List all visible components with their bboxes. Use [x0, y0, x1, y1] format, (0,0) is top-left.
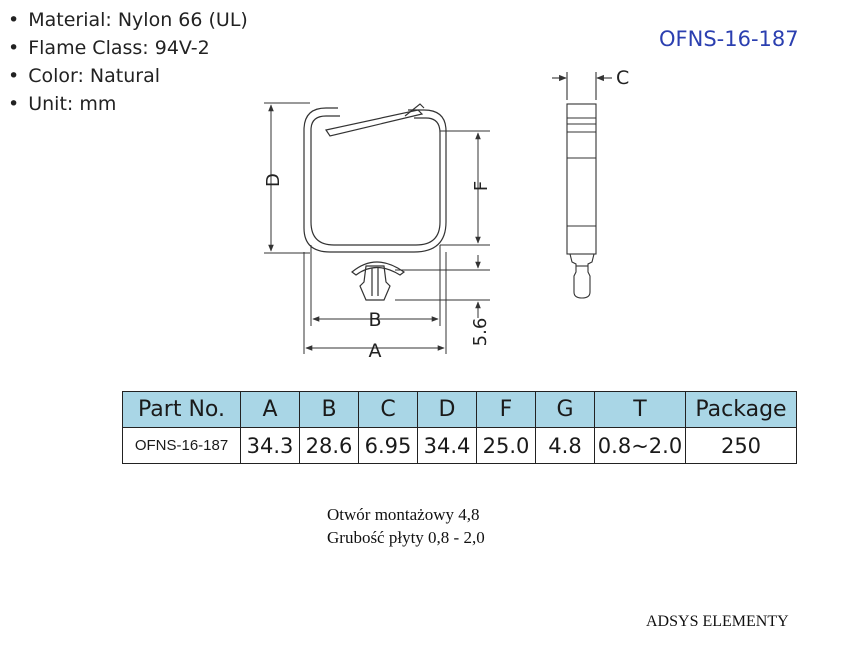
clip-front-view — [303, 103, 447, 301]
note-mounting-hole: Otwór montażowy 4,8 — [327, 505, 480, 524]
table-cell: 34.4 — [417, 427, 477, 464]
table-header: A — [240, 391, 300, 428]
table-header: B — [299, 391, 359, 428]
table-cell: 4.8 — [535, 427, 595, 464]
side-body — [566, 103, 597, 255]
table-header: Part No. — [122, 391, 241, 428]
table-header: D — [417, 391, 477, 428]
part-code-title: OFNS-16-187 — [659, 27, 799, 51]
clip-side-view — [552, 72, 612, 299]
dimension-b-label: B — [368, 309, 381, 331]
dimension-g-label: 5.6 — [470, 318, 491, 347]
table-row: OFNS-16-187 34.3 28.6 6.95 34.4 25.0 4.8… — [122, 427, 797, 464]
table-header: Package — [685, 391, 797, 428]
clip-latch-hook — [404, 103, 425, 117]
dimension-a-label: A — [369, 340, 382, 362]
front-dimensions — [264, 102, 490, 354]
dimension-table: Part No. A B C D F G T Package OFNS-16-1… — [122, 391, 797, 464]
clip-inner-outline — [310, 115, 441, 246]
table-cell: 0.8~2.0 — [594, 427, 686, 464]
brand-footer: ADSYS ELEMENTY — [646, 613, 789, 630]
spec-list: Material: Nylon 66 (UL) Flame Class: 94V… — [8, 6, 248, 118]
table-cell: OFNS-16-187 — [122, 427, 241, 464]
table-cell: 25.0 — [476, 427, 536, 464]
table-cell: 34.3 — [240, 427, 300, 464]
clip-base-arch — [351, 261, 406, 276]
spec-color: Color: Natural — [8, 62, 248, 90]
clip-anchor-slot — [371, 268, 379, 296]
spec-material: Material: Nylon 66 (UL) — [8, 6, 248, 34]
spec-flame-class: Flame Class: 94V-2 — [8, 34, 248, 62]
technical-drawing: D F 5.6 B A C — [263, 67, 629, 362]
mounting-notes: Otwór montażowy 4,8 Grubość płyty 0,8 - … — [327, 503, 485, 549]
dimension-c-label: C — [616, 67, 629, 89]
table-header: C — [358, 391, 418, 428]
clip-latch — [325, 109, 424, 137]
table-header: G — [535, 391, 595, 428]
dimension-f-label: F — [471, 181, 492, 191]
clip-outer-outline — [303, 107, 447, 253]
table-cell: 250 — [685, 427, 797, 464]
dimension-d-label: D — [263, 173, 284, 187]
spec-unit: Unit: mm — [8, 90, 248, 118]
clip-anchor — [359, 265, 391, 301]
table-header: F — [476, 391, 536, 428]
side-anchor — [569, 253, 595, 299]
table-header-row: Part No. A B C D F G T Package — [122, 391, 797, 428]
note-panel-thickness: Grubość płyty 0,8 - 2,0 — [327, 528, 485, 547]
table-cell: 6.95 — [358, 427, 418, 464]
table-cell: 28.6 — [299, 427, 359, 464]
table-header: T — [594, 391, 686, 428]
